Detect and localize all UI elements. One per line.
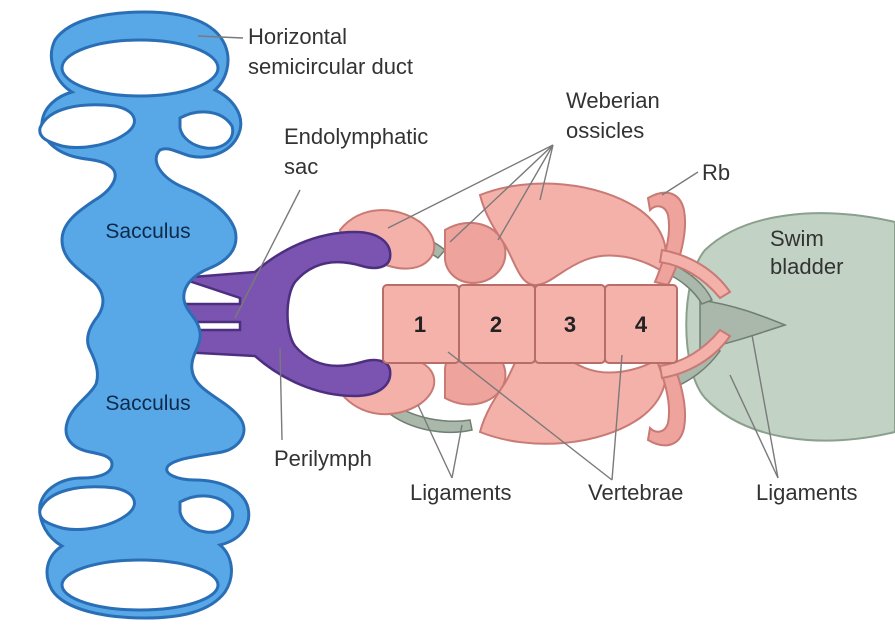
swim-bladder-label-line2: bladder	[770, 254, 843, 279]
semicircular-duct-hole-top-outer	[62, 40, 218, 96]
weberian-label-line2: ossicles	[566, 118, 644, 143]
horizontal-duct-label-line2: semicircular duct	[248, 54, 413, 79]
weberian-label-line1: Weberian	[566, 88, 660, 113]
endolymphatic-label-line2: sac	[284, 154, 318, 179]
vertebra-number-1: 1	[414, 312, 426, 337]
leader-ligaments-left-1	[418, 405, 452, 478]
ligaments-left-label: Ligaments	[410, 480, 512, 505]
leader-rb	[662, 172, 698, 195]
semicircular-duct-hole-bottom-outer	[62, 560, 218, 610]
ossicle-tripus-top	[480, 184, 666, 285]
vertebral-column: 1 2 3 4	[383, 285, 677, 363]
swim-bladder-label-line1: Swim	[770, 226, 824, 251]
vertebra-number-3: 3	[564, 312, 576, 337]
vertebra-number-4: 4	[635, 312, 648, 337]
sacculus-top-label: Sacculus	[105, 220, 190, 243]
horizontal-duct-label-line1: Horizontal	[248, 24, 347, 49]
perilymph-label: Perilymph	[274, 446, 372, 471]
rb-label: Rb	[702, 160, 730, 185]
endolymphatic-label-line1: Endolymphatic	[284, 124, 428, 149]
vertebrae-label: Vertebrae	[588, 480, 683, 505]
sacculus-bottom-label: Sacculus	[105, 392, 190, 415]
vertebra-number-2: 2	[490, 312, 502, 337]
ligaments-right-label: Ligaments	[756, 480, 858, 505]
